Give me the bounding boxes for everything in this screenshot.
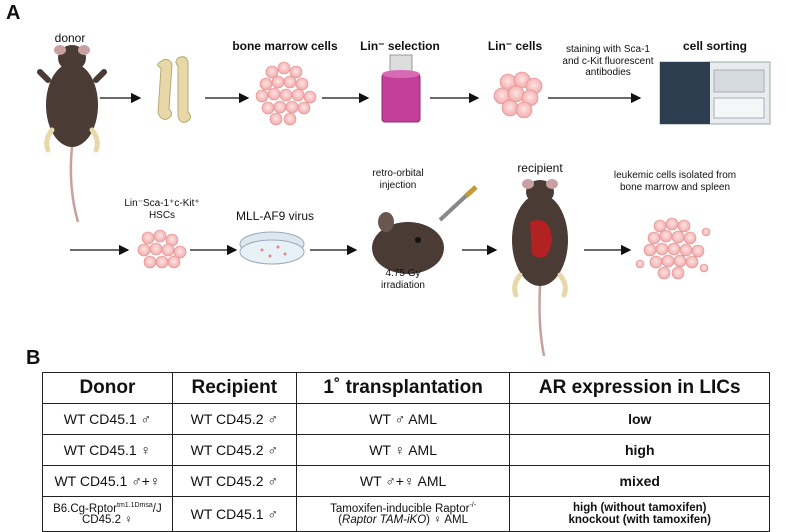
hscs-label-line1: Lin⁻Sca-1⁺c-Kit⁺ [124, 198, 200, 209]
donor-strain-allele: tm1.1Dmsa [117, 501, 153, 509]
cell-donor: WT CD45.1 ♀ [42, 434, 173, 466]
leukemic-cells-icon [635, 217, 711, 280]
header-donor: Donor [42, 372, 173, 404]
injection-label: retro-orbital injection [372, 168, 424, 191]
hscs-label: Lin⁻Sca-1⁺c-Kit⁺ HSCs [112, 198, 212, 221]
table-row: WT CD45.1 ♂ WT CD45.2 ♂ WT ♂ AML low [42, 403, 770, 435]
cell-transplant: Tamoxifen-inducible Raptor-/- (Raptor TA… [295, 496, 511, 532]
donor-strain-line: B6.Cg-Rptortm1.1Dmsa/J [47, 502, 168, 515]
cell-ar: high [509, 434, 770, 466]
virus-label: MLL-AF9 virus [235, 209, 315, 223]
transplant-line1: Tamoxifen-inducible Raptor-/- [301, 502, 506, 515]
cell-sorter-icon [659, 61, 771, 125]
transplant-table: Donor Recipient 1˚ transplantation AR ex… [42, 372, 770, 532]
cell-recipient: WT CD45.2 ♂ [171, 403, 297, 435]
donor-strain-end: /J [152, 502, 162, 515]
bone-marrow-cells-label: bone marrow cells [232, 39, 338, 53]
cell-ar: high (without tamoxifen) knockout (with … [509, 496, 770, 532]
transplant-text: Tamoxifen-inducible Raptor [330, 502, 470, 515]
cell-recipient: WT CD45.1 ♂ [171, 496, 297, 532]
hsc-cells-icon [137, 229, 187, 269]
lin-negative-cells-icon [493, 71, 543, 119]
donor-mouse-icon [37, 45, 107, 223]
petri-dish-icon [239, 231, 305, 265]
lin-selection-label: Lin⁻ selection [360, 39, 440, 53]
transplant-line2: (Raptor TAM-iKO) ♀ AML [338, 514, 469, 527]
cell-donor: WT CD45.1 ♂ [42, 403, 173, 435]
irradiation-dose: 4.75 Gy [385, 268, 421, 279]
donor-strain: B6.Cg-Rptor [53, 502, 117, 515]
panel-a-letter: A [6, 2, 21, 24]
injected-mouse-icon [372, 185, 478, 274]
lin-cells-label: Lin⁻ cells [487, 39, 543, 53]
donor-strain-line2: CD45.2 ♀ [82, 514, 133, 527]
cell-recipient: WT CD45.2 ♂ [171, 434, 297, 466]
header-recipient: Recipient [171, 372, 297, 404]
irradiation-label: 4.75 Gy irradiation [368, 268, 438, 291]
selection-column-icon [381, 54, 421, 123]
table-row: B6.Cg-Rptortm1.1Dmsa/J CD45.2 ♀ WT CD45.… [42, 496, 770, 532]
table-row: WT CD45.1 ♀ WT CD45.2 ♂ WT ♀ AML high [42, 434, 770, 466]
cell-ar: low [509, 403, 770, 435]
cell-donor: WT CD45.1 ♂+♀ [42, 465, 173, 497]
recipient-label: recipient [517, 161, 563, 175]
header-ar-expression: AR expression in LICs [509, 372, 770, 404]
transplant-line2-end: ) ♀ AML [426, 514, 469, 527]
cell-transplant: WT ♀ AML [295, 434, 511, 466]
ar-line2: knockout (with tamoxifen) [568, 514, 711, 526]
cell-transplant: WT ♂ AML [295, 403, 511, 435]
hscs-label-line2: HSCs [148, 209, 176, 221]
panel-b-letter: B [26, 347, 41, 369]
cell-ar: mixed [509, 465, 770, 497]
irradiation-word: irradiation [381, 279, 425, 291]
table-row: WT CD45.1 ♂+♀ WT CD45.2 ♂ WT ♂+♀ AML mix… [42, 465, 770, 497]
bone-marrow-cells-icon [255, 61, 317, 126]
bone-icon [157, 56, 192, 123]
ar-line1: high (without tamoxifen) [572, 501, 707, 514]
transplant-model: Raptor TAM-iKO [342, 514, 427, 527]
cell-transplant: WT ♂+♀ AML [295, 465, 511, 497]
cell-recipient: WT CD45.2 ♂ [171, 465, 297, 497]
header-transplantation: 1˚ transplantation [295, 372, 511, 404]
staining-label: staining with Sca-1 and c-Kit fluorescen… [562, 44, 654, 78]
recipient-mouse-icon [512, 179, 568, 357]
leukemic-cells-label: leukemic cells isolated from bone marrow… [613, 170, 737, 193]
transplant-genotype: -/- [469, 501, 477, 509]
cell-sorting-label: cell sorting [682, 39, 747, 53]
cell-donor: B6.Cg-Rptortm1.1Dmsa/J CD45.2 ♀ [42, 496, 173, 532]
donor-label: donor [54, 31, 86, 45]
table-header-row: Donor Recipient 1˚ transplantation AR ex… [42, 372, 770, 404]
